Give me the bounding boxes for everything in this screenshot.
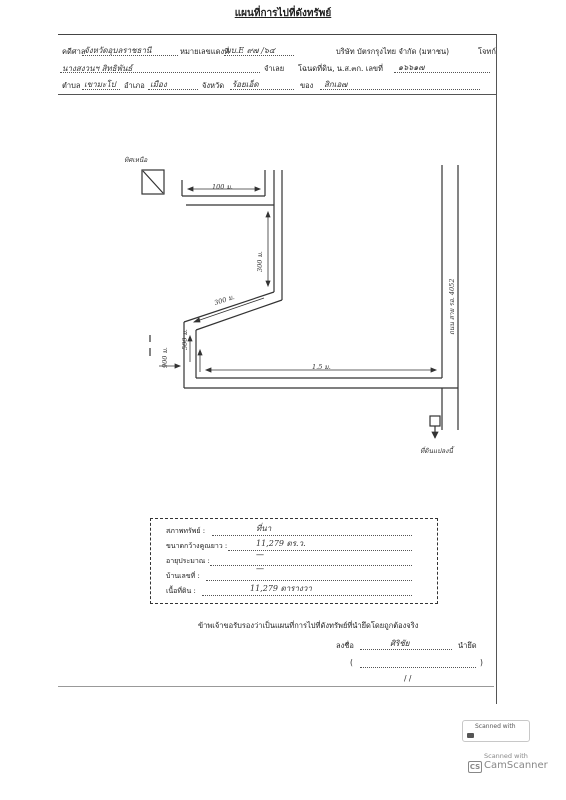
owner-underline xyxy=(320,89,480,90)
scanner-badge-text: Scanned with xyxy=(475,723,516,730)
case-value: ผบ.E ๙๗ /๖๔ xyxy=(226,46,275,55)
area-underline xyxy=(202,595,412,596)
age-value: — xyxy=(256,550,264,559)
area-value: 11,279 ตารางวา xyxy=(250,584,312,593)
deed-label: โฉนดที่ดิน, น.ส.๓ก. เลขที่ xyxy=(298,64,383,73)
certification-statement: ข้าพเจ้าขอรับรองว่าเป็นแผนที่การไปที่ดัง… xyxy=(198,621,419,630)
court-label: คดีศาล xyxy=(62,47,86,56)
road-diag-upper xyxy=(183,291,275,323)
age-underline xyxy=(210,565,412,566)
plaintiff-name: บริษัท บัตรกรุงไทย จำกัด (มหาชน) xyxy=(336,47,450,56)
arrowhead-diag xyxy=(192,317,201,323)
arrowhead-vert-top xyxy=(265,210,271,218)
age-label: อายุประมาณ : xyxy=(166,557,210,565)
date-slashes: / / xyxy=(404,674,412,683)
size-label: ขนาดกว้างคูณยาว : xyxy=(166,542,228,550)
plaintiff-role: โจทก์ xyxy=(478,47,496,56)
deed-value: ๑๖๖๑๗ xyxy=(398,63,425,72)
owner-value: สิกเอ๗ xyxy=(324,80,348,89)
house-label: บ้านเลขที่ : xyxy=(166,572,200,580)
condition-underline xyxy=(212,535,412,536)
sign-label: ลงชื่อ xyxy=(336,641,354,650)
arrowhead-bottom-right xyxy=(430,367,438,373)
paren-close: ) xyxy=(480,658,483,667)
arrowhead-top-left xyxy=(186,186,194,192)
document-title: แผนที่การไปที่ดังทรัพย์ xyxy=(234,8,332,19)
signer-role: นำยึด xyxy=(458,641,477,650)
deed-underline xyxy=(394,72,490,73)
north-marker-box xyxy=(141,169,165,195)
district-value: เมือง xyxy=(150,80,167,89)
arrowhead-vert-bottom xyxy=(265,280,271,288)
paren-open: ( xyxy=(350,658,353,667)
property-label: ที่ดินแปลงนี้ xyxy=(420,447,453,455)
size-underline xyxy=(228,550,412,551)
subdistrict-underline xyxy=(82,89,120,90)
scanner-badge-icon xyxy=(467,733,474,738)
house-underline xyxy=(206,580,412,581)
district-underline xyxy=(148,89,198,90)
owner-label: ของ xyxy=(300,81,314,90)
province-label: จังหวัด xyxy=(202,81,225,90)
district-label: อำเภอ xyxy=(124,81,145,90)
frame-right-line xyxy=(496,34,497,704)
case-label: หมายเลขแดงที่ xyxy=(180,47,230,56)
distance-bottom-label: 1.5 ม. xyxy=(312,363,331,371)
name-underline xyxy=(360,667,476,668)
frame-header-line xyxy=(58,94,496,95)
defendant-value: นางสงวนฯ สิทธิพันธ์ xyxy=(62,64,133,73)
court-underline xyxy=(82,55,178,56)
distance-left-small-label: 900 ม. xyxy=(161,347,169,368)
north-marker-diagonal xyxy=(142,170,164,194)
subdistrict-label: ตำบล xyxy=(62,81,81,90)
distance-left-label: 500 ม. xyxy=(181,329,189,350)
camscanner-logo-icon: CS xyxy=(468,761,482,773)
arrowhead-left-horizontal xyxy=(174,363,182,369)
arrowhead-left-top xyxy=(187,334,193,342)
defendant-label: จำเลย xyxy=(264,64,285,73)
arrow-diag-distance xyxy=(193,297,265,323)
size-value: 11,279 ตร.ว. xyxy=(256,539,306,548)
condition-value: ที่นา xyxy=(256,524,272,533)
arrowhead-property xyxy=(431,431,439,439)
house-value: — xyxy=(256,564,264,573)
area-label: เนื้อที่ดิน : xyxy=(166,587,196,595)
road-label: ถนน สาย รอ. 4052 xyxy=(448,278,456,335)
north-label: ทิศเหนือ xyxy=(124,156,148,164)
arrowhead-bottom-left xyxy=(204,367,212,373)
road-diag-lower xyxy=(195,299,283,331)
footer-line xyxy=(58,686,494,687)
sign-underline xyxy=(360,649,452,650)
province-underline xyxy=(230,89,294,90)
signer-name: ศิริชัย xyxy=(390,639,410,648)
details-box xyxy=(150,518,438,604)
property-box xyxy=(429,415,441,427)
arrowhead-left-inner xyxy=(197,348,203,356)
scanner-brand-top: Scanned with xyxy=(484,752,528,760)
court-value: จังหวัดอุบลราชธานี xyxy=(84,46,152,55)
case-underline xyxy=(224,55,294,56)
scanner-brand: CamScanner xyxy=(484,760,548,771)
scanner-badge: Scanned with xyxy=(462,720,530,742)
subdistrict-value: เขามะโป xyxy=(84,80,116,89)
defendant-underline xyxy=(60,72,260,73)
distance-top-label: 100 ม. xyxy=(212,183,233,191)
arrowhead-top-right xyxy=(254,186,262,192)
province-value: ร้อยเอ็ด xyxy=(232,80,259,89)
condition-label: สภาพทรัพย์ : xyxy=(166,527,206,535)
distance-vertical-label: 300 ม. xyxy=(256,251,264,272)
frame-top-line xyxy=(58,34,496,35)
